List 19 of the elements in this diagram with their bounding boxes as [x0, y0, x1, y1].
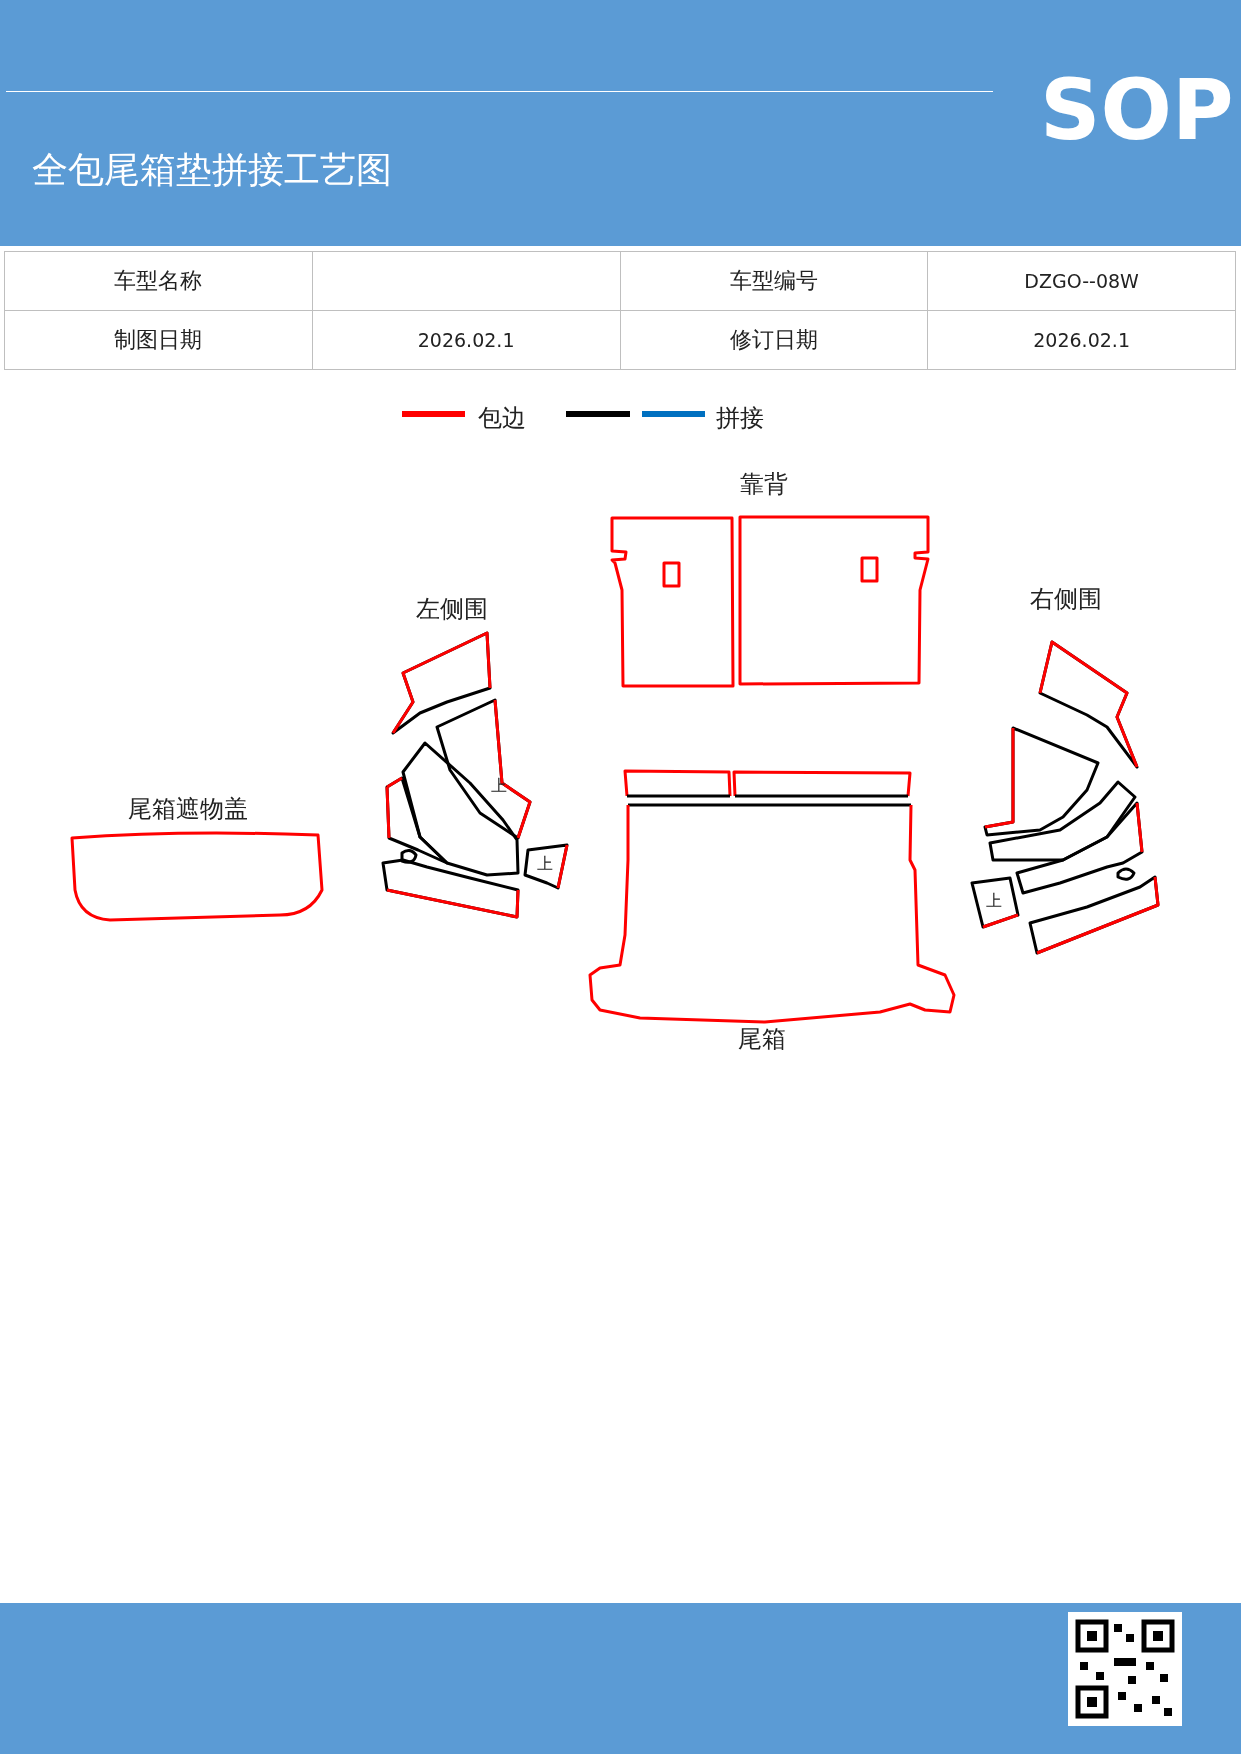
- part-label: 左侧围: [416, 597, 488, 621]
- table-cell: 2026.02.1: [312, 310, 620, 370]
- legend-label: 包边: [478, 406, 526, 430]
- part-label: 尾箱遮物盖: [128, 797, 248, 821]
- direction-mark: 上: [491, 778, 507, 794]
- direction-mark: 上: [537, 856, 553, 872]
- part-label: 尾箱: [738, 1027, 786, 1051]
- table-cell: 车型编号: [620, 251, 928, 311]
- table-cell: 2026.02.1: [927, 310, 1236, 370]
- table-cell: 车型名称: [4, 251, 313, 311]
- legend-label: 拼接: [716, 406, 764, 430]
- page-title: 全包尾箱垫拼接工艺图: [32, 148, 392, 192]
- document-type-label: SOP: [1040, 68, 1234, 152]
- table-cell: DZGO--08W: [927, 251, 1236, 311]
- direction-mark: 上: [986, 893, 1002, 909]
- part-label: 靠背: [740, 472, 788, 496]
- table-cell: 修订日期: [620, 310, 928, 370]
- table-cell: 制图日期: [4, 310, 313, 370]
- part-label: 右侧围: [1030, 587, 1102, 611]
